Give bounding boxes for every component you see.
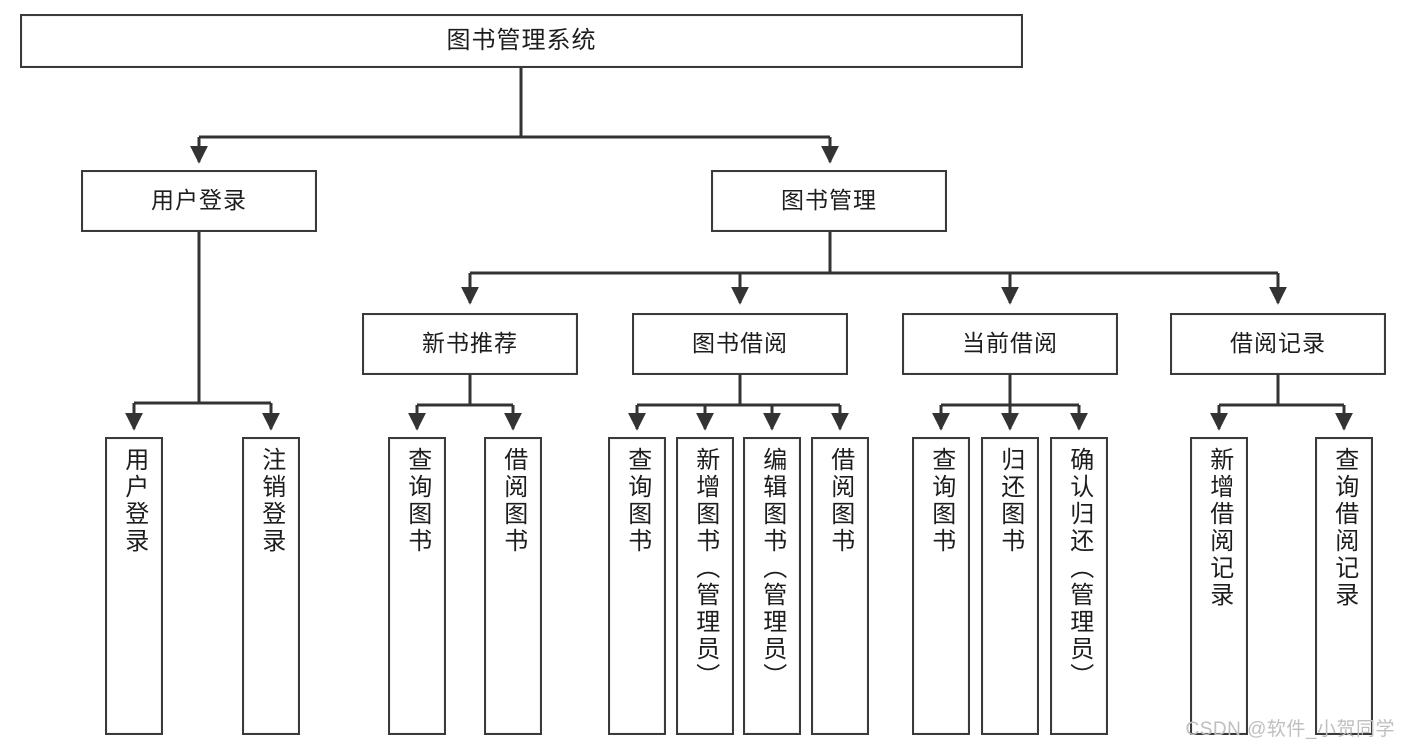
node-label: 新书推荐 <box>422 330 518 357</box>
node-leaf-logout[interactable]: 注销登录 <box>242 437 300 735</box>
node-leaf-user-login[interactable]: 用户登录 <box>105 437 163 735</box>
node-label: 查询图书 <box>403 447 431 555</box>
node-label: 查询借阅记录 <box>1330 447 1358 609</box>
node-label: 图书管理系统 <box>446 26 597 54</box>
node-user-login[interactable]: 用户登录 <box>81 170 317 232</box>
node-leaf-query-book-current[interactable]: 查询图书 <box>912 437 970 735</box>
node-book-borrow[interactable]: 图书借阅 <box>632 313 848 375</box>
node-label: 查询图书 <box>927 447 955 555</box>
watermark: CSDN @软件_小贺同学 <box>1185 719 1395 740</box>
node-label: 新增图书（管理员） <box>691 447 719 690</box>
node-leaf-query-book-borrow[interactable]: 查询图书 <box>608 437 666 735</box>
node-label: 当前借阅 <box>962 330 1058 357</box>
node-label: 图书借阅 <box>692 330 788 357</box>
node-label: 编辑图书（管理员） <box>758 447 786 690</box>
node-current-borrow[interactable]: 当前借阅 <box>902 313 1118 375</box>
node-label: 归还图书 <box>996 447 1024 555</box>
node-label: 借阅图书 <box>499 447 527 555</box>
node-label: 借阅图书 <box>826 447 854 555</box>
node-label: 注销登录 <box>257 447 285 555</box>
node-leaf-confirm-return-admin[interactable]: 确认归还（管理员） <box>1050 437 1108 735</box>
node-label: 图书管理 <box>781 187 877 214</box>
node-label: 查询图书 <box>623 447 651 555</box>
node-leaf-borrow-book-recommend[interactable]: 借阅图书 <box>484 437 542 735</box>
node-leaf-borrow-book[interactable]: 借阅图书 <box>811 437 869 735</box>
node-label: 借阅记录 <box>1230 330 1326 357</box>
node-leaf-add-book-admin[interactable]: 新增图书（管理员） <box>676 437 734 735</box>
node-label: 确认归还（管理员） <box>1065 447 1093 690</box>
node-label: 用户登录 <box>120 447 148 555</box>
node-borrow-record[interactable]: 借阅记录 <box>1170 313 1386 375</box>
node-leaf-query-book-recommend[interactable]: 查询图书 <box>388 437 446 735</box>
node-root-system[interactable]: 图书管理系统 <box>20 14 1023 68</box>
node-leaf-query-borrow-record[interactable]: 查询借阅记录 <box>1315 437 1373 735</box>
node-book-manage[interactable]: 图书管理 <box>711 170 947 232</box>
node-label: 新增借阅记录 <box>1205 447 1233 609</box>
node-leaf-add-borrow-record[interactable]: 新增借阅记录 <box>1190 437 1248 735</box>
node-new-book-recommend[interactable]: 新书推荐 <box>362 313 578 375</box>
node-leaf-return-book[interactable]: 归还图书 <box>981 437 1039 735</box>
node-leaf-edit-book-admin[interactable]: 编辑图书（管理员） <box>743 437 801 735</box>
node-label: 用户登录 <box>151 187 247 214</box>
